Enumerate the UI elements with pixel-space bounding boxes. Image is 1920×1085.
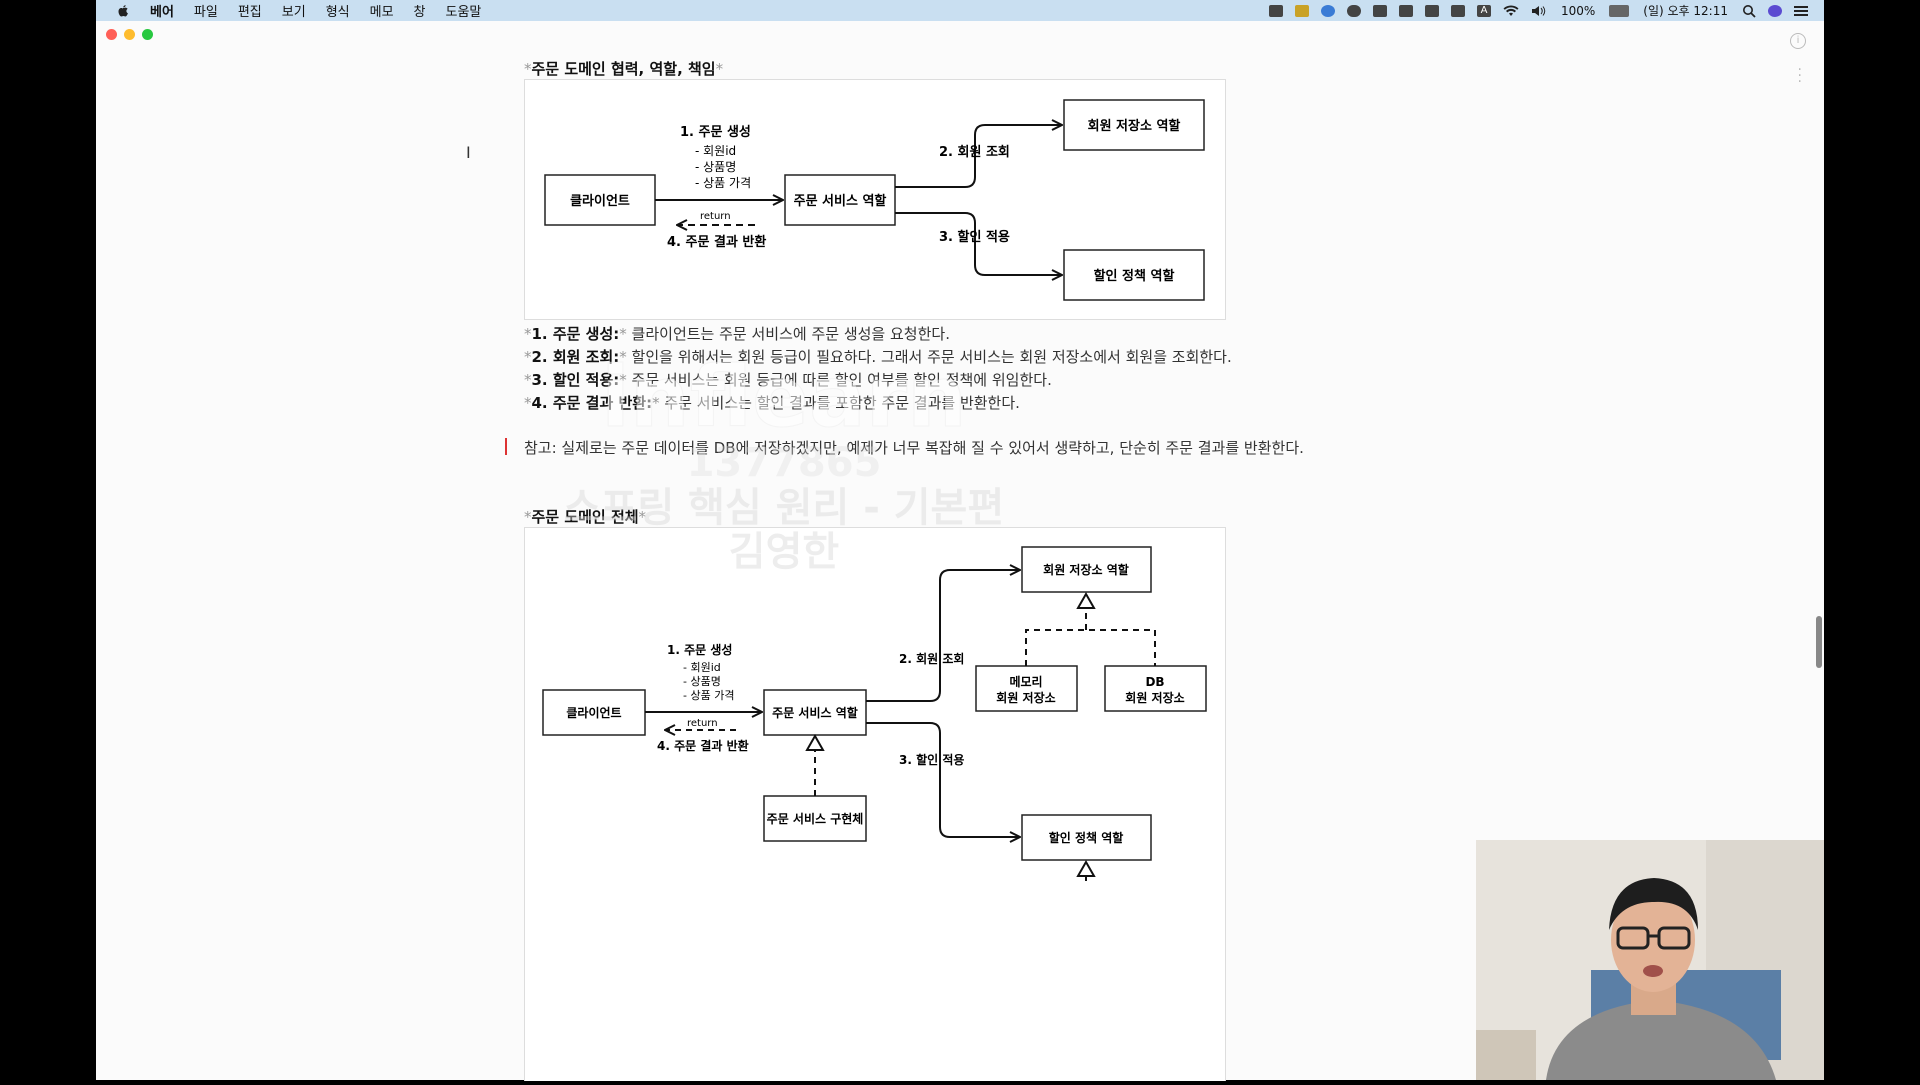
label-step1-item2: - 상품명 bbox=[695, 160, 736, 174]
section1-caption: *주문 도메인 협력, 역할, 책임* bbox=[524, 60, 724, 78]
node2-db-repo: DB 회원 저장소 bbox=[1104, 665, 1207, 712]
close-button[interactable] bbox=[106, 29, 117, 40]
window-icon[interactable] bbox=[1398, 4, 1413, 17]
svg-text:회원 저장소 역할: 회원 저장소 역할 bbox=[1043, 562, 1129, 577]
svg-text:DB: DB bbox=[1145, 675, 1164, 689]
svg-text:클라이언트: 클라이언트 bbox=[566, 705, 621, 720]
battery-percent: 100% bbox=[1560, 3, 1596, 18]
clipboard-icon[interactable] bbox=[1372, 4, 1387, 17]
info-icon[interactable]: i bbox=[1790, 33, 1806, 49]
arrow-apply-discount bbox=[895, 212, 1062, 275]
node2-order-service-impl: 주문 서비스 구현체 bbox=[763, 795, 867, 842]
note-text: 참고: 실제로는 주문 데이터를 DB에 저장하겠지만, 예제가 너무 복잡해 … bbox=[524, 439, 1304, 457]
screen-record-icon[interactable] bbox=[1268, 4, 1283, 17]
maximize-button[interactable] bbox=[142, 29, 153, 40]
sync-icon[interactable] bbox=[1320, 4, 1335, 17]
arrow2-apply-discount bbox=[866, 722, 1020, 837]
svg-text:클라이언트: 클라이언트 bbox=[570, 193, 630, 209]
label-return: return bbox=[700, 211, 731, 222]
notification-center-icon[interactable] bbox=[1794, 5, 1808, 17]
label2-step1-item2: - 상품명 bbox=[683, 675, 721, 688]
menu-view[interactable]: 보기 bbox=[281, 5, 306, 20]
node-discount-policy: 할인 정책 역할 bbox=[1063, 249, 1205, 301]
svg-text:회원 저장소: 회원 저장소 bbox=[1125, 690, 1184, 705]
menu-format[interactable]: 형식 bbox=[325, 5, 350, 20]
more-dots-icon[interactable]: ··· bbox=[1797, 62, 1802, 90]
realization-repos-to-member-repo bbox=[1025, 591, 1156, 666]
scrollbar-thumb[interactable] bbox=[1816, 616, 1822, 668]
desc-step4: *4. 주문 결과 반환:* 주문 서비스는 할인 결과를 포함한 주문 결과를… bbox=[524, 394, 1020, 412]
label2-return: return bbox=[687, 718, 718, 729]
webcam-overlay bbox=[1476, 840, 1824, 1080]
diagram-collaboration: 클라이언트 주문 서비스 역할 회원 저장소 역할 할인 정책 역할 1. 주문… bbox=[524, 79, 1226, 320]
node2-discount-policy: 할인 정책 역할 bbox=[1021, 814, 1152, 861]
realization-impl-to-service bbox=[805, 733, 825, 796]
menu-note[interactable]: 메모 bbox=[369, 5, 394, 20]
label-step1-item3: - 상품 가격 bbox=[695, 176, 751, 190]
cloud-icon[interactable] bbox=[1346, 4, 1361, 17]
input-source-icon[interactable]: A bbox=[1476, 4, 1491, 17]
volume-icon[interactable] bbox=[1531, 5, 1547, 17]
node2-memory-repo: 메모리 회원 저장소 bbox=[975, 665, 1078, 712]
menu-app-name[interactable]: 베어 bbox=[150, 5, 174, 20]
svg-text:주문 서비스 구현체: 주문 서비스 구현체 bbox=[767, 811, 864, 826]
node2-member-repo: 회원 저장소 역할 bbox=[1021, 546, 1152, 593]
label2-step1-item1: - 회원id bbox=[683, 661, 721, 674]
section2-caption: *주문 도메인 전체* bbox=[524, 508, 647, 526]
shield-icon[interactable] bbox=[1294, 4, 1309, 17]
desc-step3: *3. 할인 적용:* 주문 서비스는 회원 등급에 따른 할인 여부를 할인 … bbox=[524, 371, 1052, 389]
node-order-service: 주문 서비스 역할 bbox=[784, 174, 896, 226]
printer-icon[interactable] bbox=[1424, 4, 1439, 17]
svg-text:회원 저장소: 회원 저장소 bbox=[996, 690, 1055, 705]
svg-text:메모리: 메모리 bbox=[1009, 674, 1042, 689]
menu-help[interactable]: 도움말 bbox=[445, 5, 482, 20]
siri-icon[interactable] bbox=[1768, 4, 1782, 17]
display-icon[interactable] bbox=[1450, 4, 1465, 17]
menubar-clock[interactable]: (일) 오후 12:11 bbox=[1643, 4, 1728, 18]
label-step3: 3. 할인 적용 bbox=[939, 229, 1010, 245]
minimize-button[interactable] bbox=[124, 29, 135, 40]
label2-step1-item3: - 상품 가격 bbox=[683, 689, 734, 702]
node2-client: 클라이언트 bbox=[542, 689, 646, 736]
desc-step1: *1. 주문 생성:* 클라이언트는 주문 서비스에 주문 생성을 요청한다. bbox=[524, 325, 950, 343]
label-step4: 4. 주문 결과 반환 bbox=[667, 234, 766, 250]
label-step1-item1: - 회원id bbox=[695, 144, 736, 158]
arrow-member-lookup bbox=[895, 125, 1062, 188]
menu-file[interactable]: 파일 bbox=[193, 5, 218, 20]
label2-step2: 2. 회원 조회 bbox=[899, 651, 964, 666]
svg-text:할인 정책 역할: 할인 정책 역할 bbox=[1094, 268, 1175, 284]
diagram-order-domain: 클라이언트 주문 서비스 역할 주문 서비스 구현체 회원 저장소 역할 메모리… bbox=[524, 527, 1226, 1081]
label2-step4: 4. 주문 결과 반환 bbox=[657, 738, 749, 753]
label-step2: 2. 회원 조회 bbox=[939, 144, 1010, 160]
label2-step3: 3. 할인 적용 bbox=[899, 752, 964, 767]
battery-icon[interactable] bbox=[1609, 4, 1630, 17]
node-member-repo: 회원 저장소 역할 bbox=[1063, 99, 1205, 151]
node2-order-service: 주문 서비스 역할 bbox=[763, 689, 867, 736]
realization-discount-arrowhead bbox=[1076, 859, 1096, 881]
arrow2-member-lookup bbox=[866, 570, 1020, 702]
menubar: 베어 파일 편집 보기 형식 메모 창 도움말 A 100% (일) 오후 12… bbox=[96, 0, 1824, 21]
desc-step2: *2. 회원 조회:* 할인을 위해서는 회원 등급이 필요하다. 그래서 주문… bbox=[524, 348, 1232, 366]
quote-bar bbox=[505, 438, 507, 455]
label-step1: 1. 주문 생성 bbox=[680, 125, 751, 140]
text-cursor-icon: I bbox=[466, 143, 471, 162]
menu-edit[interactable]: 편집 bbox=[237, 5, 262, 20]
apple-icon[interactable] bbox=[116, 4, 130, 18]
wifi-icon[interactable] bbox=[1503, 5, 1519, 17]
svg-text:회원 저장소 역할: 회원 저장소 역할 bbox=[1088, 118, 1181, 134]
search-icon[interactable] bbox=[1742, 4, 1756, 18]
presenter-video bbox=[1476, 840, 1824, 1080]
menu-window[interactable]: 창 bbox=[413, 5, 426, 20]
svg-text:할인 정책 역할: 할인 정책 역할 bbox=[1049, 830, 1124, 845]
svg-text:주문 서비스 역할: 주문 서비스 역할 bbox=[772, 705, 858, 720]
node-client: 클라이언트 bbox=[544, 174, 656, 226]
svg-text:주문 서비스 역할: 주문 서비스 역할 bbox=[794, 193, 887, 209]
label2-step1: 1. 주문 생성 bbox=[667, 642, 732, 657]
